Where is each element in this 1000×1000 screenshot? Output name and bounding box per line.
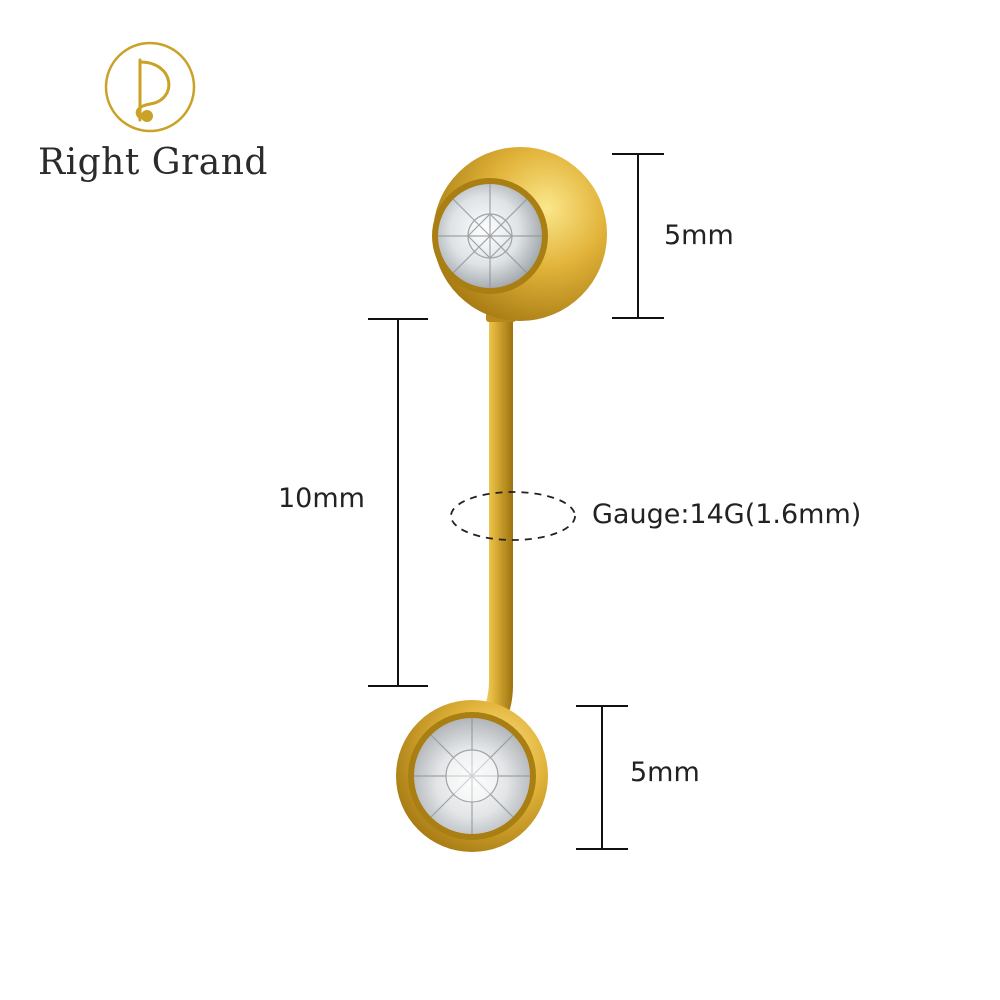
top-ball — [432, 147, 607, 321]
dimension-top-ball — [612, 153, 664, 319]
bottom-ball-size-label: 5mm — [630, 757, 700, 788]
brand-name: Right Grand — [38, 142, 268, 183]
bottom-gem-facets — [414, 718, 530, 834]
bar-length-label: 10mm — [278, 483, 365, 514]
top-ball-size-label: 5mm — [664, 220, 734, 251]
top-gem-facets — [438, 184, 542, 288]
gauge-label: Gauge:14G(1.6mm) — [592, 499, 862, 530]
brand-logo-icon — [104, 41, 196, 133]
barbell-shaft — [466, 312, 516, 745]
bottom-ball — [396, 700, 548, 852]
gauge-indicator-ellipse — [450, 491, 576, 541]
dimension-bar-length — [368, 318, 428, 687]
dimension-bottom-ball — [576, 705, 628, 850]
